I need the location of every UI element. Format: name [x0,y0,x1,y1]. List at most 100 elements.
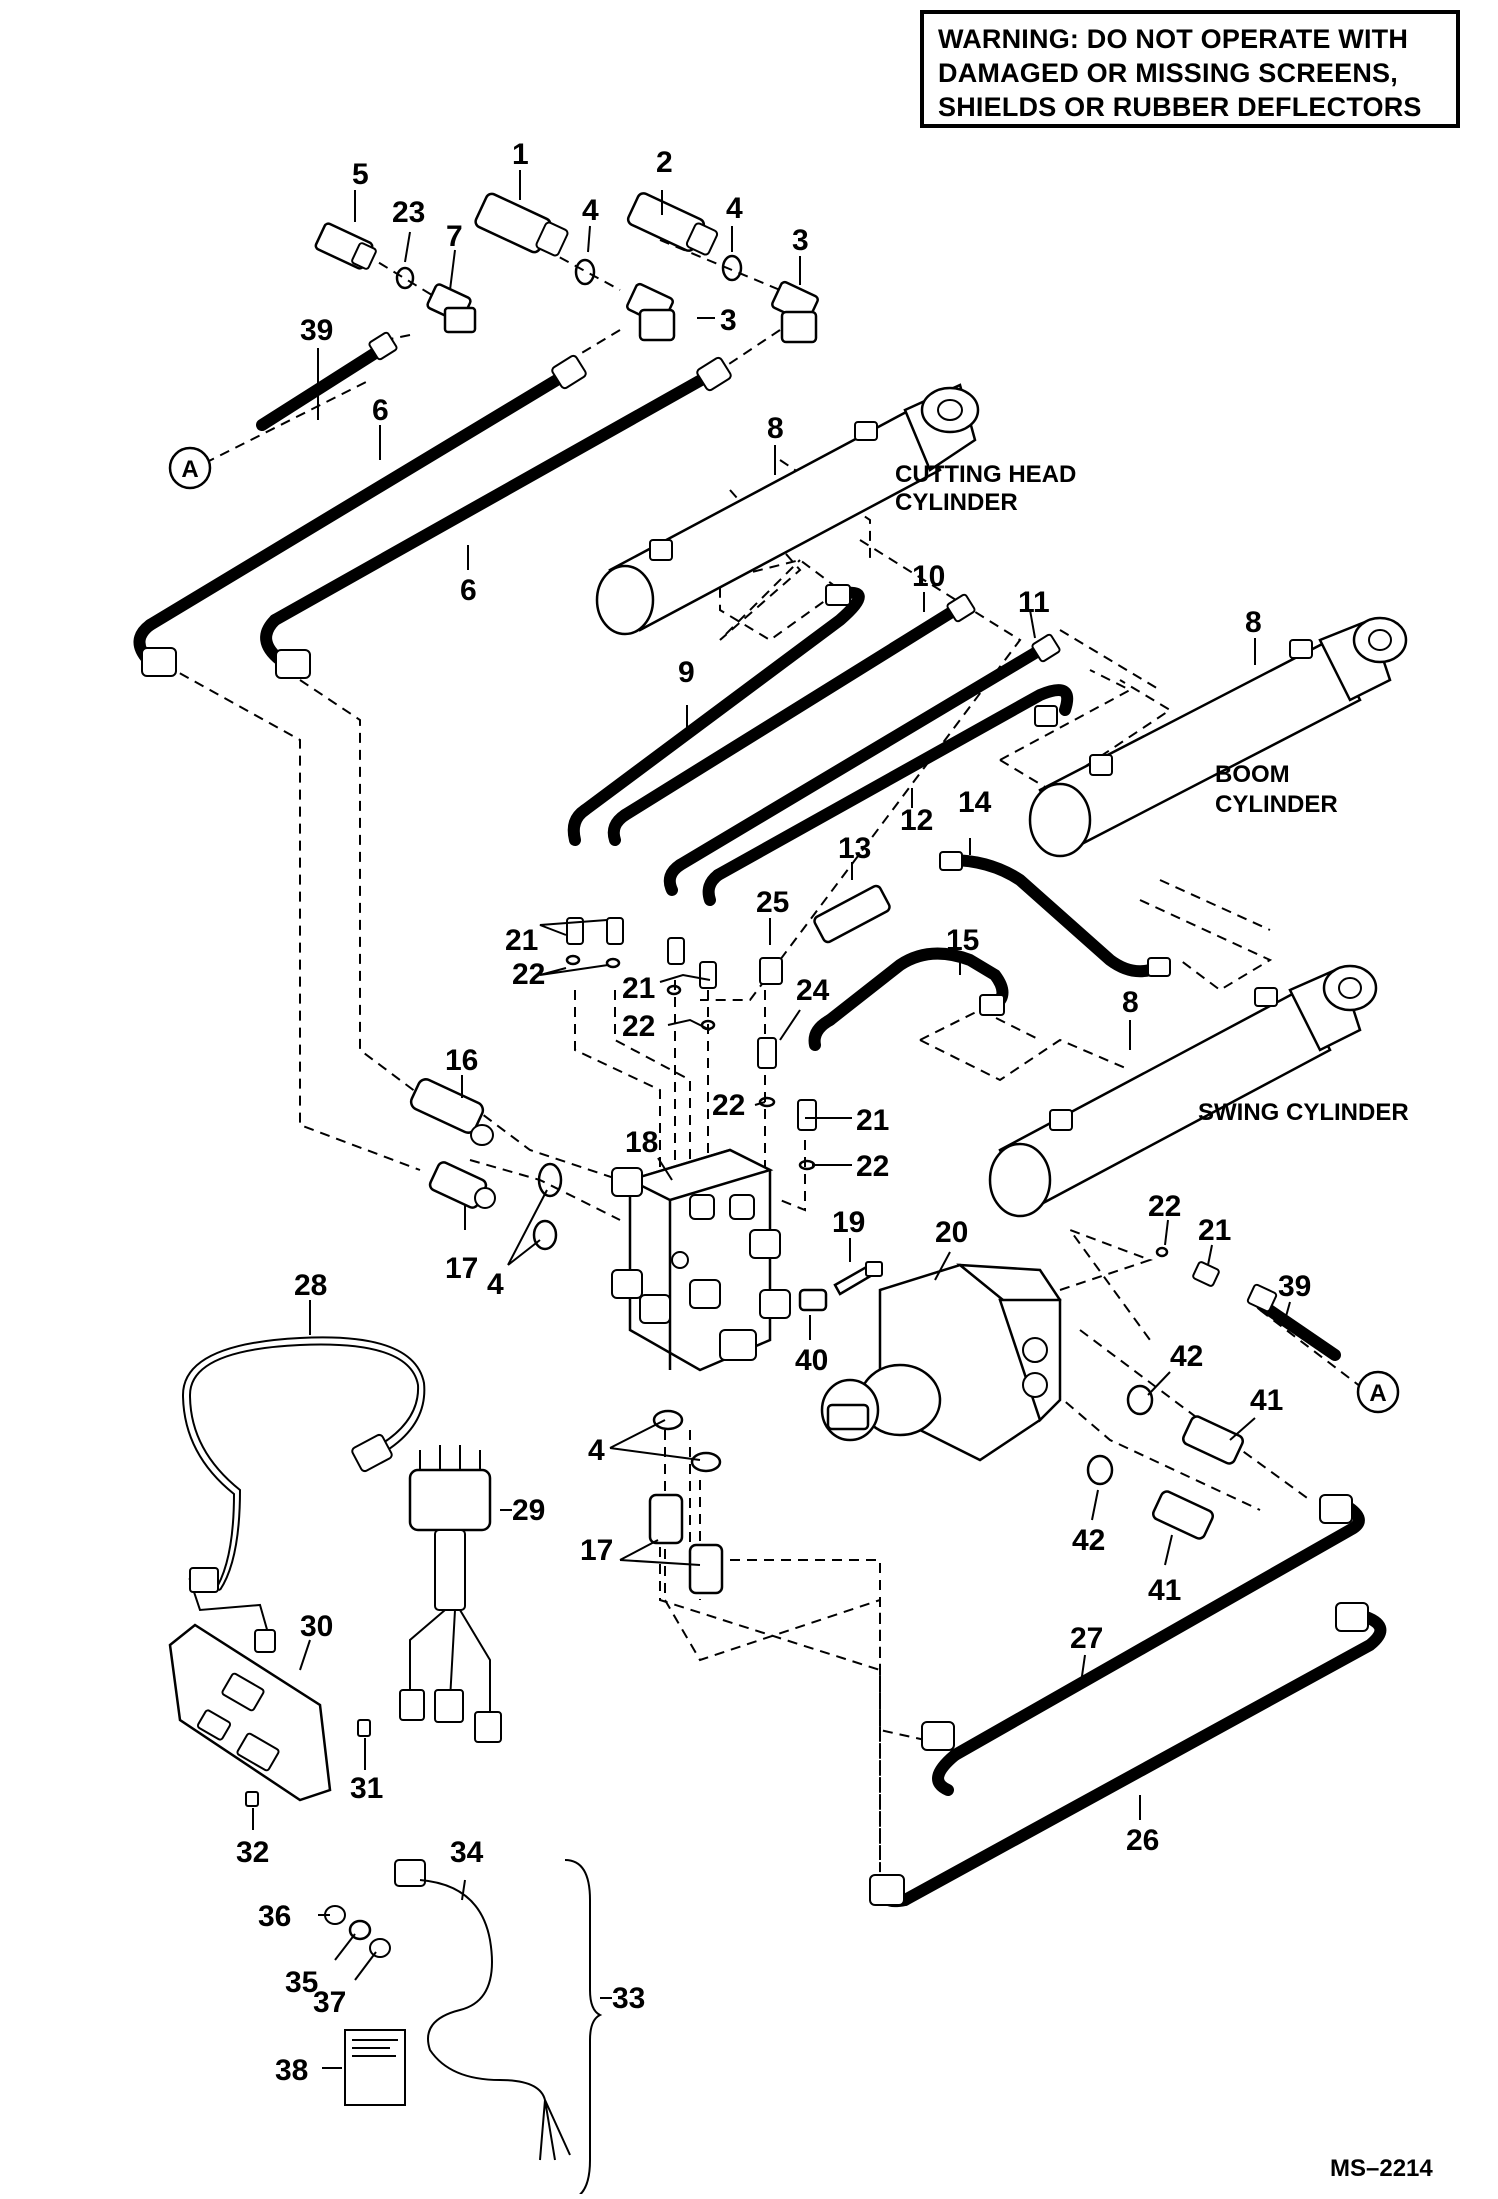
connector-a-left: A [168,446,212,490]
hose-15 [808,947,1009,1051]
callout-22c: 22 [712,1089,745,1122]
callout-4d: 4 [588,1434,605,1467]
warning-line-3: SHIELDS OR RUBBER DEFLECTORS [938,92,1422,122]
fitting-16 [409,1078,494,1146]
bracket-33 [564,1859,603,2199]
o-ring-4b [721,254,743,282]
callout-22b: 22 [622,1010,655,1043]
harness-34 [394,1859,571,2161]
callout-2: 2 [656,146,673,179]
callout-34: 34 [450,1836,484,1869]
warning-box: WARNING: DO NOT OPERATE WITH DAMAGED OR … [920,10,1460,128]
callout-3b: 3 [720,304,737,337]
callout-21c: 21 [856,1104,889,1137]
spacer-40 [798,1288,828,1312]
coupler-2 [626,192,719,256]
swing-cylinder [988,964,1378,1218]
callout-21b: 21 [622,972,655,1005]
screws-31-32 [245,1719,371,1807]
callout-39a: 39 [300,314,333,347]
elbow-3a [626,282,676,342]
callout-16: 16 [445,1044,478,1077]
o-ring-4a [574,258,596,286]
figure-id: MS–2214 [1330,2155,1433,2182]
callout-30: 30 [300,1610,333,1643]
callout-20: 20 [935,1216,968,1249]
cylinder-labels: CUTTING HEAD CYLINDER BOOM CYLINDER SWIN… [895,461,1409,1126]
hose-6b [260,356,732,679]
fittings-21-22 [565,917,1220,1287]
motor-20 [820,1263,1062,1462]
hose-14 [939,851,1171,978]
callout-11: 11 [1018,586,1050,619]
connector-a-left-label: A [181,456,198,483]
callout-17a: 17 [445,1252,478,1285]
callout-19: 19 [832,1206,865,1239]
boom-cylinder [1028,616,1408,858]
fittings-17b [648,1493,724,1595]
o-rings-42 [1086,1384,1154,1486]
callout-27: 27 [1070,1622,1103,1655]
connector-29 [399,1445,502,1743]
callout-12: 12 [900,804,933,837]
callout-4c: 4 [487,1268,504,1301]
callout-23: 23 [392,196,425,229]
callout-25: 25 [756,886,789,919]
connector-a-right-label: A [1369,1380,1386,1407]
callout-6a: 6 [372,394,389,427]
controller-30 [168,1623,332,1802]
fitting-7 [426,283,477,334]
callout-7: 7 [446,220,463,253]
connector-a-right: A [1356,1370,1400,1414]
leader-lines [252,170,1291,2069]
callout-4b: 4 [726,192,743,225]
callout-22e: 22 [1148,1190,1181,1223]
fitting-39-right [1246,1283,1341,1361]
coupler-1 [474,192,569,257]
callout-32: 32 [236,1836,269,1869]
callout-15: 15 [946,924,979,957]
callout-38: 38 [275,2054,308,2087]
callout-8b: 8 [1245,606,1262,639]
fittings-41 [1152,1415,1244,1540]
callout-26: 26 [1126,1824,1159,1857]
callout-10: 10 [912,560,945,593]
o-rings-4 [532,1162,722,1473]
callout-29: 29 [512,1494,545,1527]
harness-28 [181,1336,426,1653]
callout-21a: 21 [505,924,538,957]
callout-4a: 4 [582,194,599,227]
hose-9 [567,584,865,846]
warning-line-2: DAMAGED OR MISSING SCREENS, [938,58,1398,88]
cutting-head-cylinder [595,383,980,636]
warning-line-1: WARNING: DO NOT OPERATE WITH [938,24,1409,54]
hose-11 [663,633,1061,896]
hose-6a [133,354,587,677]
callout-33: 33 [612,1982,645,2015]
boom-label-2: CYLINDER [1215,791,1338,818]
callout-8a: 8 [767,412,784,445]
boom-label-1: BOOM [1215,761,1290,788]
callout-28: 28 [294,1269,327,1302]
callout-14: 14 [958,786,992,819]
washers-35-37 [324,1905,391,1958]
callout-37: 37 [313,1986,346,2019]
hose-27 [921,1494,1365,1796]
callout-35: 35 [285,1966,318,1999]
decal-38 [344,2029,406,2106]
callout-1: 1 [512,138,529,171]
callout-31: 31 [350,1772,383,1805]
elbow-3b [771,280,819,344]
hose-12 [702,684,1074,906]
callout-40: 40 [795,1344,828,1377]
callout-42a: 42 [1170,1340,1203,1373]
callout-36: 36 [258,1900,291,1933]
cutting-head-label-1: CUTTING HEAD [895,461,1076,488]
valve-18 [611,1148,791,1372]
callout-3a: 3 [792,224,809,257]
callout-41a: 41 [1250,1384,1283,1417]
fitting-13 [813,884,891,944]
callout-21d: 21 [1198,1214,1231,1247]
callout-numbers: 5 23 7 1 4 2 4 3 3 39 6 6 8 8 8 10 11 9 … [236,138,1311,2087]
